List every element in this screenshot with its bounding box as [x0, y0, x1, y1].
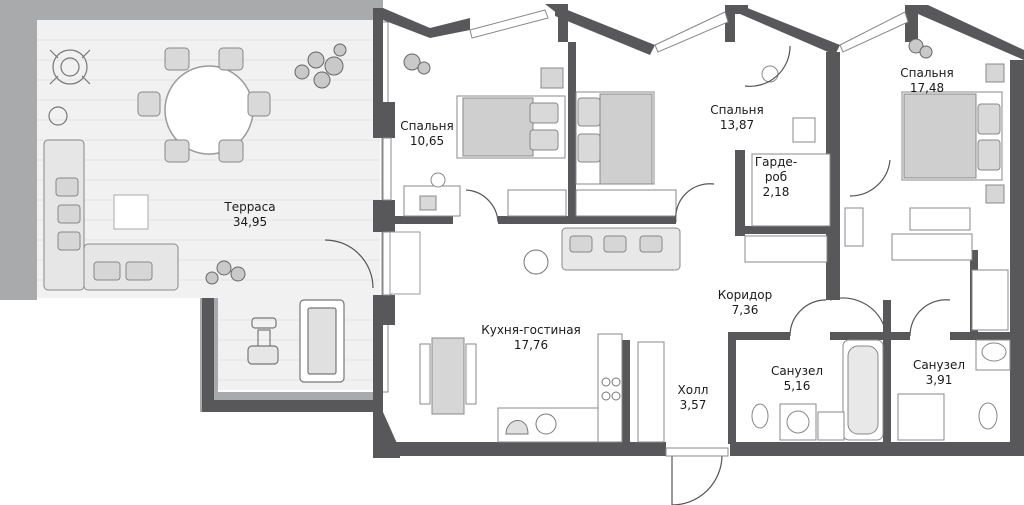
room-name: Санузел — [912, 358, 966, 372]
plant-icon — [403, 53, 431, 75]
room-label-bedroom-1: Спальня 10,65 — [392, 119, 462, 149]
room-area: 2,18 — [762, 185, 790, 199]
room-name: Холл — [677, 383, 709, 397]
room-name: Спальня — [710, 103, 764, 117]
room-area: 3,57 — [679, 398, 707, 412]
plant-icon — [48, 49, 91, 126]
room-label-bathroom-1: Санузел 5,16 — [762, 364, 832, 394]
room-label-wardrobe: Гарде- роб 2,18 — [748, 155, 804, 200]
rug-icon — [113, 194, 149, 230]
room-name: Спальня — [900, 66, 954, 80]
room-label-corridor: Коридор 7,36 — [710, 288, 780, 318]
bed-icon — [901, 63, 1005, 204]
exercise-bike-icon — [247, 317, 279, 365]
room-name: Коридор — [717, 288, 773, 302]
plant-icon — [908, 38, 933, 59]
room-label-terrace: Терраса 34,95 — [210, 200, 290, 230]
room-label-bathroom-2: Санузел 3,91 — [904, 358, 974, 388]
wardrobe-icon — [507, 189, 677, 217]
room-name: Кухня-гостиная — [481, 323, 581, 337]
room-label-hall: Холл 3,57 — [668, 383, 718, 413]
room-label-bedroom-2: Спальня 13,87 — [702, 103, 772, 133]
chair-icon — [137, 47, 271, 163]
bathroom-fixtures — [751, 339, 884, 441]
wardrobe-icon — [744, 153, 864, 263]
room-area: 17,48 — [909, 81, 945, 95]
bed-icon — [540, 67, 655, 211]
wardrobe-icon — [891, 207, 1009, 331]
room-name: Гарде- — [754, 155, 798, 169]
apartment-walls — [373, 4, 1024, 458]
room-name-cont: роб — [764, 170, 788, 184]
toilet-icon — [751, 403, 769, 429]
bathroom-fixtures — [897, 339, 1011, 441]
room-name: Терраса — [224, 200, 276, 214]
stove-icon — [601, 377, 621, 401]
door-icon — [324, 45, 951, 505]
room-area: 10,65 — [409, 134, 445, 148]
room-area: 17,76 — [513, 338, 549, 352]
room-area: 34,95 — [232, 215, 268, 229]
room-area: 13,87 — [719, 118, 755, 132]
terrace — [0, 0, 389, 412]
sofa-icon — [43, 139, 179, 291]
bed-icon — [456, 95, 566, 159]
terrace-deck-lower — [218, 298, 380, 390]
room-area: 3,91 — [925, 373, 953, 387]
cabinet-icon — [637, 341, 665, 443]
terrace-door — [389, 231, 421, 295]
room-name: Спальня — [400, 119, 454, 133]
plant-icon — [523, 249, 549, 275]
entrance-door — [665, 447, 729, 457]
shower-icon — [897, 393, 945, 441]
table-icon — [419, 337, 477, 415]
treadmill-icon — [299, 299, 345, 383]
toilet-icon — [978, 402, 998, 430]
room-label-kitchen: Кухня-гостиная 17,76 — [476, 323, 586, 353]
room-label-bedroom-3: Спальня 17,48 — [892, 66, 962, 96]
sink-icon — [505, 413, 557, 435]
desk-icon — [403, 172, 461, 217]
sink-icon — [981, 342, 1007, 362]
room-area: 7,36 — [731, 303, 759, 317]
room-name: Санузел — [770, 364, 824, 378]
terrace-lower-wall-dark — [202, 298, 214, 410]
room-area: 5,16 — [783, 379, 811, 393]
sofa-icon — [561, 227, 681, 271]
plant-icon — [205, 43, 347, 285]
window-icon — [382, 9, 909, 296]
